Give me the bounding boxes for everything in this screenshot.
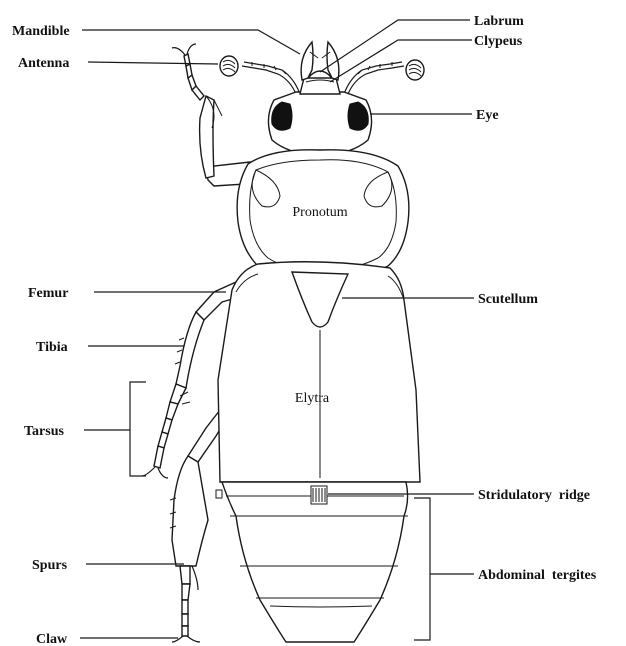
hind-leg xyxy=(170,410,222,642)
spurs-label: Spurs xyxy=(32,558,68,573)
abdominal-tergites-label: Abdominal tergites xyxy=(478,568,597,583)
tibia-label: Tibia xyxy=(36,340,68,355)
claw-label: Claw xyxy=(36,632,68,646)
eye-label: Eye xyxy=(476,108,499,123)
head xyxy=(268,42,371,156)
antenna-left xyxy=(220,56,300,94)
elytra xyxy=(218,262,420,482)
labrum-label: Labrum xyxy=(474,14,524,29)
tarsus-label: Tarsus xyxy=(24,424,65,439)
abdomen xyxy=(216,482,408,642)
femur-label: Femur xyxy=(28,286,68,301)
mandible-label: Mandible xyxy=(12,24,70,39)
scutellum-label: Scutellum xyxy=(478,292,538,307)
clypeus-label: Clypeus xyxy=(474,34,523,49)
antenna-label: Antenna xyxy=(18,56,69,71)
antenna-right xyxy=(344,60,424,94)
pronotum-label: Pronotum xyxy=(292,205,347,220)
elytra-label: Elytra xyxy=(295,391,330,406)
stridulatory-ridge-label: Stridulatory ridge xyxy=(478,488,590,503)
stridulatory-ridge xyxy=(311,486,327,504)
